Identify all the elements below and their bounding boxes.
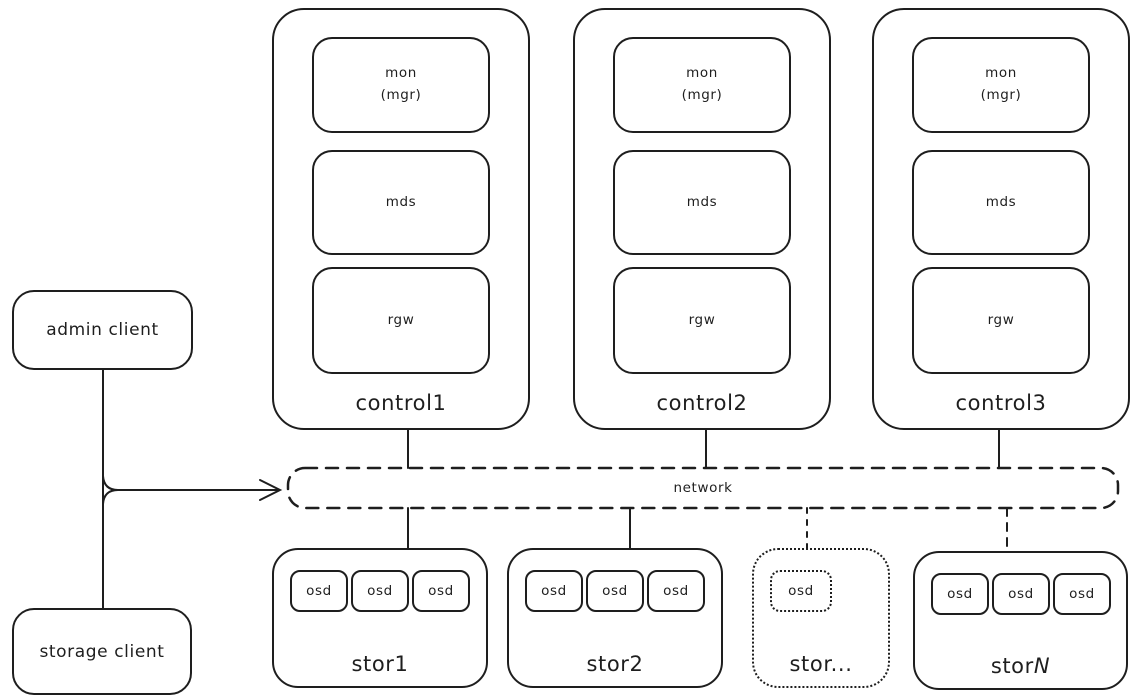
service-box-rgw: rgw (912, 267, 1090, 374)
client-admin: admin client (12, 290, 193, 370)
service-label: mon (mgr) (681, 65, 723, 103)
osd-box: osd (770, 570, 832, 612)
osd-label: osd (428, 583, 454, 599)
control-node-3: mon (mgr) mds rgw control3 (872, 8, 1130, 430)
connector-junction-curve-top (102, 475, 119, 491)
arrowhead-icon (259, 479, 283, 501)
service-box-mon-mgr: mon (mgr) (312, 37, 490, 133)
service-label: rgw (688, 311, 716, 328)
node-label: storN (990, 654, 1051, 678)
service-label: rgw (987, 311, 1015, 328)
service-box-mon-mgr: mon (mgr) (912, 37, 1090, 133)
osd-label: osd (541, 583, 567, 599)
control-node-1: mon (mgr) mds rgw control1 (272, 8, 530, 430)
service-label: mon (mgr) (380, 65, 422, 103)
service-box-rgw: rgw (613, 267, 791, 374)
client-label: admin client (46, 320, 159, 340)
osd-label: osd (367, 583, 393, 599)
osd-row: osd osd osd (931, 573, 1111, 615)
node-label: stor... (789, 652, 853, 676)
osd-label: osd (788, 583, 814, 599)
osd-label: osd (306, 583, 332, 599)
service-label: mds (985, 193, 1017, 210)
osd-box: osd (351, 570, 409, 612)
storage-node-stor1: osd osd osd stor1 (272, 548, 488, 688)
service-box-rgw: rgw (312, 267, 490, 374)
osd-box: osd (586, 570, 644, 612)
osd-box: osd (931, 573, 989, 615)
osd-box: osd (647, 570, 705, 612)
node-label: stor2 (586, 652, 644, 676)
network-bus-label: network (673, 480, 733, 496)
osd-box: osd (525, 570, 583, 612)
network-bus-border (286, 466, 1120, 510)
storage-node-storN: osd osd osd storN (913, 551, 1128, 690)
storage-node-stor2: osd osd osd stor2 (507, 548, 723, 688)
node-label: control1 (355, 391, 447, 415)
node-label: control2 (656, 391, 748, 415)
control-node-2: mon (mgr) mds rgw control2 (573, 8, 831, 430)
storage-node-stor-ellipsis: osd stor... (752, 548, 890, 688)
connector-junction-curve-bottom (102, 489, 119, 505)
service-label: mds (385, 193, 417, 210)
service-label: mds (686, 193, 718, 210)
service-box-mon-mgr: mon (mgr) (613, 37, 791, 133)
service-box-mds: mds (912, 150, 1090, 255)
service-label: rgw (387, 311, 415, 328)
osd-row: osd (770, 570, 832, 612)
osd-label: osd (1008, 586, 1034, 602)
service-box-mds: mds (312, 150, 490, 255)
osd-label: osd (663, 583, 689, 599)
osd-box: osd (1053, 573, 1111, 615)
osd-label: osd (1069, 586, 1095, 602)
service-box-mds: mds (613, 150, 791, 255)
osd-box: osd (290, 570, 348, 612)
osd-row: osd osd osd (525, 570, 705, 612)
service-label: mon (mgr) (980, 65, 1022, 103)
osd-row: osd osd osd (290, 570, 470, 612)
client-label: storage client (39, 641, 165, 662)
osd-box: osd (412, 570, 470, 612)
osd-label: osd (947, 586, 973, 602)
node-label: control3 (955, 391, 1047, 415)
client-storage: storage client (12, 608, 192, 695)
node-label: stor1 (351, 652, 409, 676)
osd-box: osd (992, 573, 1050, 615)
osd-label: osd (602, 583, 628, 599)
